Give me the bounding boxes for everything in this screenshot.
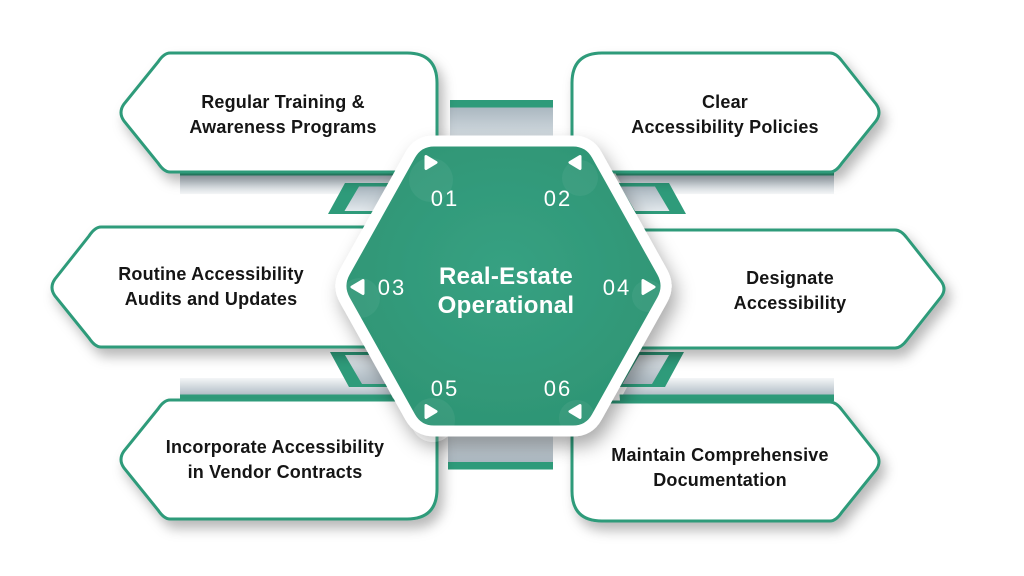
step-number-03: 03 xyxy=(378,275,406,300)
step-number-04: 04 xyxy=(603,275,631,300)
label-line: Routine Accessibility xyxy=(118,264,304,284)
label-line: in Vendor Contracts xyxy=(187,462,363,482)
center-title-line: Real-Estate xyxy=(438,263,574,290)
label-box-01 xyxy=(119,51,439,174)
arrow-right-icon-05 xyxy=(424,404,438,419)
label-line: Maintain Comprehensive xyxy=(611,445,829,465)
label-line: Audits and Updates xyxy=(124,289,298,309)
label-line: Clear xyxy=(701,92,749,112)
label-text-01: Regular Training & Awareness Programs xyxy=(168,90,398,140)
arrow-right-icon-04 xyxy=(641,279,656,295)
label-line: Accessibility xyxy=(733,293,847,313)
label-box-02 xyxy=(570,51,881,174)
step-number-05: 05 xyxy=(431,376,459,401)
connector-band-upper-right xyxy=(613,169,834,214)
step-number-01: 01 xyxy=(431,186,459,211)
label-line: Awareness Programs xyxy=(189,117,377,137)
connector-band-upper-left xyxy=(180,169,401,214)
step-number-06: 06 xyxy=(544,376,572,401)
label-text-02: Clear Accessibility Policies xyxy=(610,90,840,140)
arrow-left-icon-02 xyxy=(568,155,582,170)
arrow-left-icon-06 xyxy=(568,404,582,419)
label-text-04: Designate Accessibility xyxy=(675,266,905,316)
center-hexagon xyxy=(335,135,672,442)
label-line: Accessibility Policies xyxy=(631,117,819,137)
label-line: Documentation xyxy=(653,470,787,490)
label-line: Regular Training & xyxy=(201,92,365,112)
connector-band-lower-left xyxy=(180,352,397,401)
center-title-line: Operational xyxy=(437,292,575,319)
hexagon-highlights xyxy=(340,158,664,442)
connector-band-lower-right xyxy=(617,352,834,401)
step-number-02: 02 xyxy=(544,186,572,211)
label-line: Designate xyxy=(746,268,834,288)
center-title: Real-Estate Operational xyxy=(390,262,622,320)
label-text-06: Maintain Comprehensive Documentation xyxy=(598,443,842,493)
arrow-left-icon-03 xyxy=(350,279,365,295)
label-line: Incorporate Accessibility xyxy=(165,437,385,457)
label-text-03: Routine Accessibility Audits and Updates xyxy=(96,262,326,312)
arrow-right-icon-01 xyxy=(424,155,438,170)
label-text-05: Incorporate Accessibility in Vendor Cont… xyxy=(153,435,397,485)
